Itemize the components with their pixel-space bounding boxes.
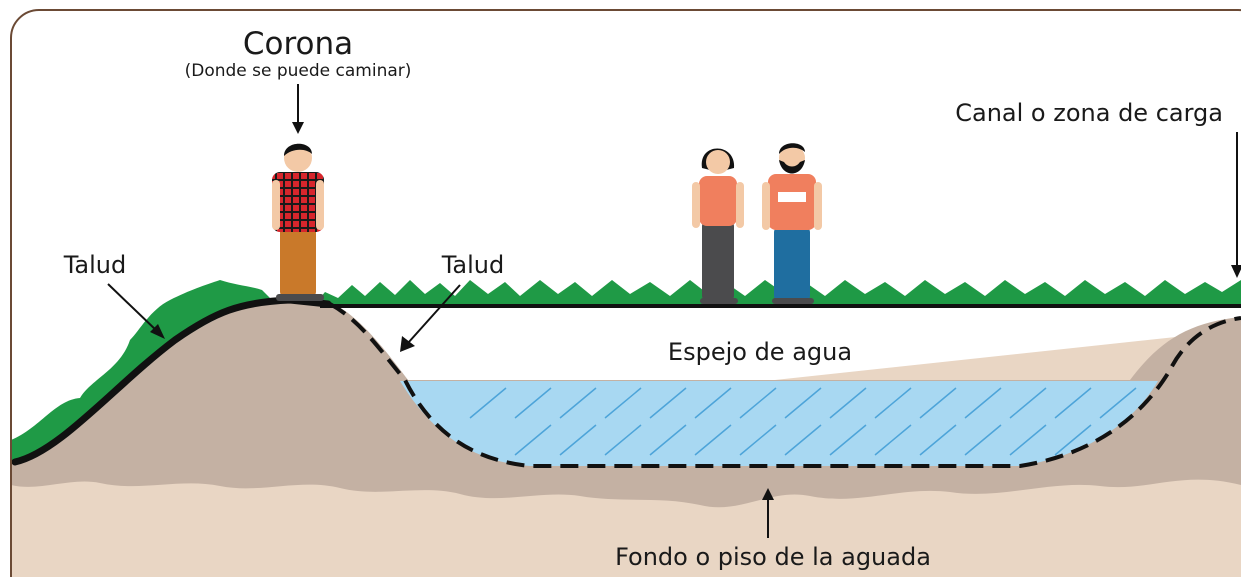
arrow-corona xyxy=(292,84,304,134)
grass-left-slope xyxy=(11,280,272,462)
water-hatch-line xyxy=(514,424,552,456)
label-corona: Corona xyxy=(243,26,353,62)
water-hatch-line xyxy=(919,424,957,456)
water-hatch-line xyxy=(1099,387,1137,419)
water-hatch-line xyxy=(1054,424,1092,456)
person-on-corona xyxy=(272,143,324,301)
water-hatch-line xyxy=(1054,387,1092,419)
person-bearded-man-arm-left xyxy=(762,182,770,230)
person-woman-arm-right xyxy=(736,182,744,228)
water-hatch-line xyxy=(919,387,957,419)
water-hatch-line xyxy=(1009,387,1047,419)
person-on-corona-arm-right xyxy=(316,180,324,230)
person-woman-head xyxy=(706,150,730,174)
arrow-canal xyxy=(1231,132,1241,278)
label-corona-note: (Donde se puede caminar) xyxy=(185,61,412,81)
person-woman xyxy=(692,148,744,304)
diagram-frame xyxy=(10,9,1241,577)
water-body xyxy=(400,381,1158,466)
water-hatch-line xyxy=(604,387,642,419)
water-hatch-line xyxy=(1009,424,1047,456)
label-fondo: Fondo o piso de la aguada xyxy=(615,543,931,571)
water-hatch-line xyxy=(559,424,597,456)
person-on-corona-legs xyxy=(280,228,316,296)
water-hatch-line xyxy=(829,387,867,419)
water-hatch-line xyxy=(694,387,732,419)
label-canal: Canal o zona de carga xyxy=(955,99,1223,127)
water-hatch-line xyxy=(874,387,912,419)
basin-dashed-outline xyxy=(329,302,1241,468)
person-bearded-man-beard xyxy=(779,160,805,174)
person-woman-legs xyxy=(702,222,734,300)
label-espejo: Espejo de agua xyxy=(668,338,852,366)
water-hatch-line xyxy=(829,424,867,456)
person-bearded-man-name-tag xyxy=(778,192,806,202)
arrow-talud-left xyxy=(107,283,165,339)
person-bearded-man-shoes xyxy=(772,298,814,304)
label-talud-right: Talud xyxy=(441,251,505,279)
water-hatch-line xyxy=(874,424,912,456)
arrow-fondo xyxy=(762,488,774,538)
left-slope-outline xyxy=(11,296,332,466)
person-woman-arm-left xyxy=(692,182,700,228)
water-hatch-line xyxy=(784,387,822,419)
water-hatch-line xyxy=(784,424,822,456)
water-hatch-line xyxy=(604,424,642,456)
arrow-talud-right xyxy=(400,284,461,352)
water-hatch-line xyxy=(469,387,507,419)
water-hatch-line xyxy=(514,387,552,419)
person-bearded-man-hair xyxy=(779,143,805,154)
water-hatch-line xyxy=(739,424,777,456)
person-woman-shirt xyxy=(699,176,737,226)
water-hatch-line xyxy=(649,387,687,419)
water-hatch-line xyxy=(694,424,732,456)
person-on-corona-hair xyxy=(284,143,312,156)
label-talud-left: Talud xyxy=(63,251,127,279)
water-hatch-line xyxy=(964,387,1002,419)
water-hatch-line xyxy=(964,424,1002,456)
water-hatch-line xyxy=(559,387,597,419)
person-woman-shoes xyxy=(700,298,738,304)
water-hatch-line xyxy=(739,387,777,419)
water-hatching xyxy=(469,387,1137,456)
annotation-arrows xyxy=(107,84,1241,538)
person-on-corona-shoes xyxy=(276,294,324,301)
person-bearded-man-legs xyxy=(774,228,810,300)
person-bearded-man xyxy=(762,143,822,304)
person-on-corona-arm-left xyxy=(272,180,280,230)
person-on-corona-shirt xyxy=(272,172,324,232)
person-bearded-man-arm-right xyxy=(814,182,822,230)
water-hatch-line xyxy=(649,424,687,456)
